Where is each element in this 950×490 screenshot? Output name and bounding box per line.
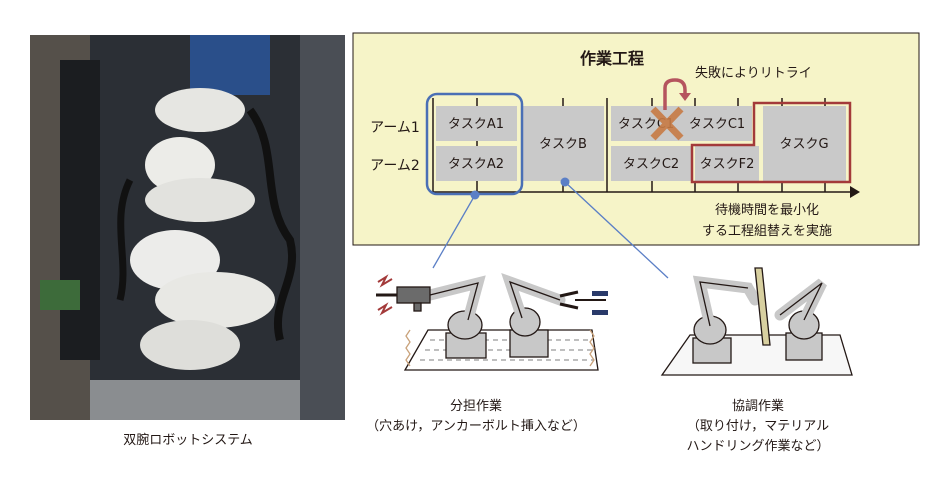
connector-line-a <box>432 194 476 269</box>
task-b <box>522 106 604 181</box>
cooperative-work-examples-line1: （取り付け，マテリアル <box>686 419 830 434</box>
task-f2-label: タスクF2 <box>700 157 755 172</box>
task-c2 <box>611 146 692 181</box>
schedule-panel: 作業工程 アーム1 アーム2 タスクA1 タスクA2 タスクB タスクC1 タス… <box>352 32 920 246</box>
task-f2 <box>695 146 759 181</box>
task-b-label: タスクB <box>539 137 587 152</box>
divided-work-title: 分担作業 <box>449 399 503 414</box>
cooperative-work-illustration <box>660 267 853 376</box>
note-line-2: する工程組替えを実施 <box>702 223 832 239</box>
task-c1-retry-label: タスクC1 <box>689 117 745 132</box>
photo-caption: 双腕ロボットシステム <box>123 433 253 448</box>
divided-work-illustration <box>376 272 608 371</box>
task-g <box>763 106 846 181</box>
row-label-arm2: アーム2 <box>370 158 420 174</box>
task-a1-label: タスクA1 <box>448 117 504 132</box>
divided-work-examples: （穴あけ，アンカーボルト挿入など） <box>366 419 586 434</box>
task-c2-label: タスクC2 <box>623 157 679 172</box>
rearranged-group-outline <box>690 101 852 184</box>
task-g-label: タスクG <box>779 137 828 152</box>
row-label-arm1: アーム1 <box>370 120 420 136</box>
task-a1 <box>436 106 517 141</box>
task-a2-label: タスクA2 <box>448 157 504 172</box>
retry-arrow-icon <box>663 78 687 110</box>
schedule-title: 作業工程 <box>580 49 644 68</box>
cooperative-work-title: 協調作業 <box>731 399 785 414</box>
task-c1-retry <box>682 106 752 141</box>
cooperative-work-examples-line2: ハンドリング作業など） <box>686 439 830 454</box>
task-a2 <box>436 146 517 181</box>
robot-photo <box>30 35 345 420</box>
retry-note: 失敗によりリトライ <box>695 66 812 81</box>
axis-arrow-icon <box>850 186 860 198</box>
note-line-1: 待機時間を最小化 <box>715 203 819 218</box>
failure-cross-icon <box>650 106 684 141</box>
connector-line-b <box>564 181 669 279</box>
